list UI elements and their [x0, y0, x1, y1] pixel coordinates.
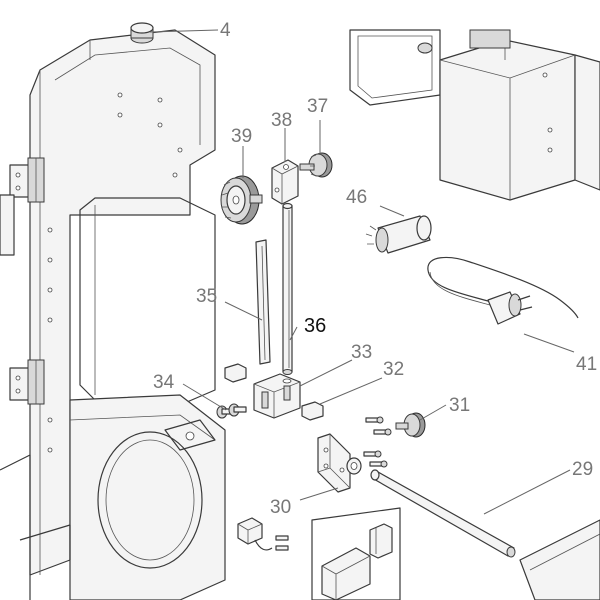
- lower-right-panel: [519, 519, 600, 600]
- upper-hinge: [0, 157, 45, 256]
- part-35-flat-bar: [255, 239, 271, 365]
- saw-frame: [0, 22, 226, 600]
- part-30-mounting-plate: [317, 433, 362, 493]
- part-41-power-cable: [427, 256, 579, 325]
- callout-39: 39: [231, 126, 252, 147]
- part-34-bolts: [216, 403, 247, 419]
- callout-31: 31: [449, 395, 470, 416]
- small-block-left: [224, 363, 247, 383]
- callout-4: 4: [220, 20, 231, 41]
- callout-29: 29: [572, 459, 593, 480]
- part-39-adjust-wheel: [220, 175, 263, 225]
- part-32-small-block: [301, 401, 324, 421]
- micro-switch: [237, 517, 289, 551]
- callout-37: 37: [307, 96, 328, 117]
- lower-hinge: [9, 359, 45, 405]
- part-38-guide-block: [271, 159, 299, 205]
- callout-36: 36: [304, 315, 326, 337]
- top-knob: [130, 22, 154, 44]
- callout-32: 32: [383, 359, 404, 380]
- screws: [363, 416, 392, 468]
- part-36-guide-rod: [282, 202, 293, 375]
- callout-35: 35: [196, 286, 217, 307]
- part-29-shaft: [370, 469, 516, 558]
- callout-34: 34: [153, 372, 175, 393]
- callout-labels: 4 38 37 39 46 35 36 33 32 34 31 41 29 30: [153, 20, 597, 518]
- motor-controller-box: [439, 29, 600, 201]
- part-31-knob: [395, 412, 426, 438]
- part-37-knob: [299, 152, 333, 178]
- callout-30: 30: [270, 497, 291, 518]
- callout-46: 46: [346, 187, 367, 208]
- callout-33: 33: [351, 342, 372, 363]
- callout-41: 41: [576, 354, 597, 375]
- callout-38: 38: [271, 110, 292, 131]
- part-33-bracket-assembly: [253, 373, 301, 419]
- part-46-capacitor: [365, 215, 432, 254]
- leader-lines: [149, 29, 575, 515]
- detail-box: [311, 507, 401, 600]
- panel-frame: [349, 29, 441, 106]
